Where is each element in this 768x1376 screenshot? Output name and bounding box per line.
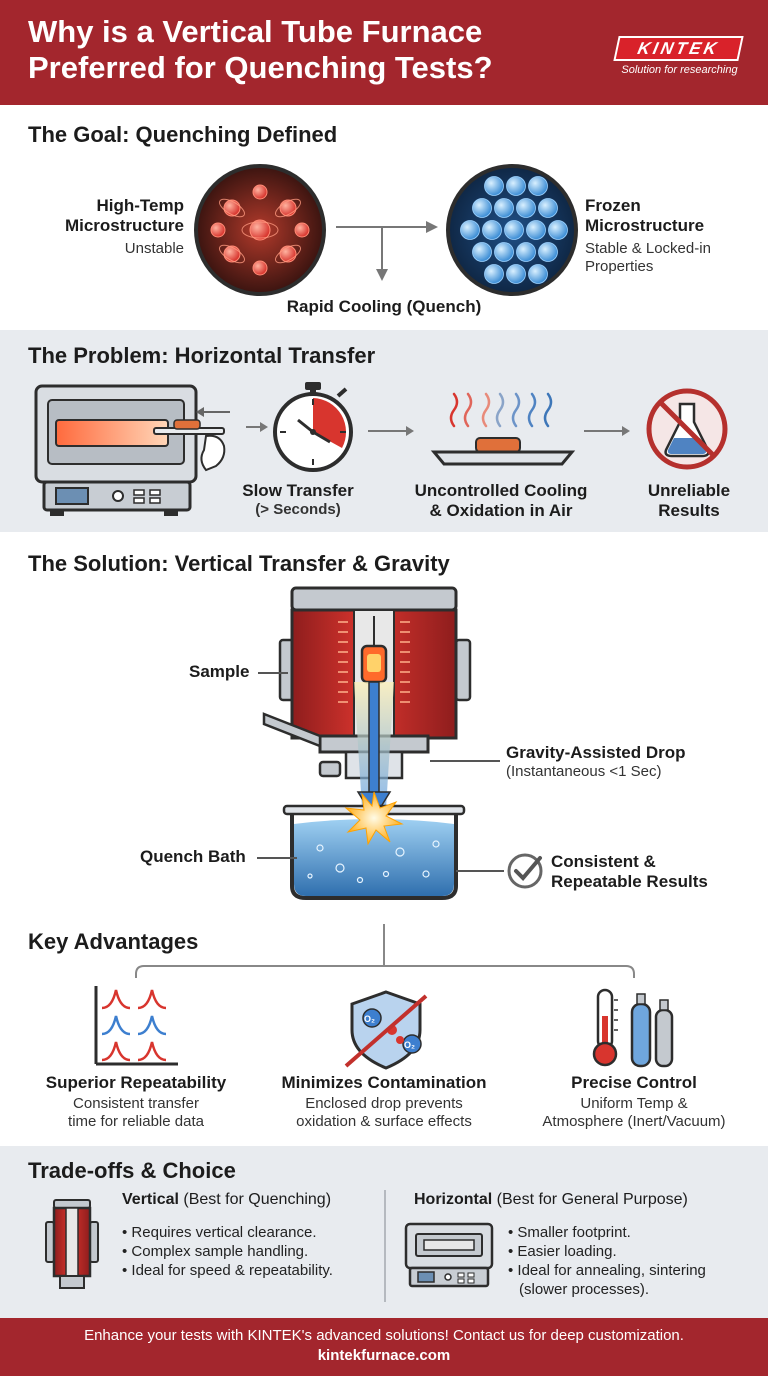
lattice-sphere — [494, 198, 514, 218]
lattice-sphere — [494, 242, 514, 262]
quench-arrow — [336, 221, 438, 281]
arrow-right-icon — [368, 426, 414, 436]
bath-leader-line — [257, 857, 297, 859]
lattice-sphere — [472, 198, 492, 218]
advantages-section-title: Key Advantages — [28, 929, 199, 954]
lattice-sphere — [528, 176, 548, 196]
lattice-sphere — [482, 220, 502, 240]
advantage-control: Precise Control Uniform Temp & Atmospher… — [542, 1073, 726, 1130]
header-banner: Why is a Vertical Tube Furnace Preferred… — [0, 0, 768, 105]
advantage-repeatability: Superior Repeatability Consistent transf… — [45, 1073, 227, 1130]
lattice-sphere — [504, 220, 524, 240]
lattice-sphere — [484, 176, 504, 196]
lattice-sphere — [460, 220, 480, 240]
footer-website-link[interactable]: kintekfurnace.com — [317, 1347, 451, 1364]
lattice-sphere — [538, 242, 558, 262]
thermometer-gas-icon — [592, 988, 674, 1068]
goal-section-title: The Goal: Quenching Defined — [28, 122, 338, 147]
footer-banner: Enhance your tests with KINTEK's advance… — [0, 1318, 768, 1376]
consistent-results-label: Consistent & Repeatable Results — [551, 852, 708, 891]
o2-label-a: O₂ — [364, 1014, 375, 1024]
horizontal-option-heading: Horizontal (Best for General Purpose) — [414, 1191, 688, 1208]
repeatability-chart-icon — [94, 986, 178, 1066]
horizontal-furnace-small-icon — [404, 1222, 494, 1288]
lattice-sphere — [506, 264, 526, 284]
slow-transfer-label: Slow Transfer (> Seconds) — [242, 481, 354, 518]
lattice-sphere — [516, 198, 536, 218]
vertical-bullets: • Requires vertical clearance. • Complex… — [122, 1224, 333, 1279]
unreliable-results-icon — [646, 388, 728, 470]
lattice-sphere — [484, 264, 504, 284]
horizontal-furnace-icon — [34, 384, 230, 516]
high-temp-label: High-Temp Microstructure Unstable — [64, 196, 184, 257]
unreliable-results-label: Unreliable Results — [647, 481, 731, 520]
footer-cta: Enhance your tests with KINTEK's advance… — [84, 1327, 684, 1344]
quench-bath-label: Quench Bath — [140, 847, 246, 866]
lattice-sphere — [528, 264, 548, 284]
high-temp-microstructure-icon — [194, 164, 326, 296]
check-circle-icon — [507, 853, 543, 889]
sample-leader-line — [258, 672, 288, 674]
arrow-right-icon — [246, 422, 268, 432]
advantage-contamination: Minimizes Contamination Enclosed drop pr… — [281, 1073, 487, 1130]
lattice-sphere — [506, 176, 526, 196]
horizontal-bullets: • Smaller footprint. • Easier loading. •… — [508, 1224, 706, 1298]
problem-section-title: The Problem: Horizontal Transfer — [28, 343, 376, 368]
logo-tagline: Solution for researching — [621, 64, 738, 76]
rapid-cooling-label: Rapid Cooling (Quench) — [286, 297, 482, 316]
advantages-connector — [135, 924, 635, 978]
contamination-shield-icon — [344, 990, 428, 1070]
lattice-sphere — [472, 242, 492, 262]
tradeoffs-divider — [384, 1190, 386, 1302]
o2-label-b: O₂ — [404, 1040, 415, 1050]
frozen-label: Frozen Microstructure Stable & Locked-in… — [585, 196, 711, 275]
gravity-drop-label: Gravity-Assisted Drop (Instantaneous <1 … — [506, 743, 686, 780]
oxidizing-sample-icon — [430, 392, 576, 466]
lattice-sphere — [526, 220, 546, 240]
lattice-sphere — [538, 198, 558, 218]
vertical-option-heading: Vertical (Best for Quenching) — [122, 1191, 332, 1208]
lattice-sphere — [516, 242, 536, 262]
vertical-furnace-icon — [45, 1199, 99, 1289]
kintek-logo[interactable]: KINTEK — [613, 36, 744, 61]
page-title: Why is a Vertical Tube Furnace Preferred… — [28, 14, 493, 85]
tradeoffs-section-title: Trade-offs & Choice — [28, 1158, 236, 1183]
result-leader-line — [456, 870, 504, 872]
drop-leader-line — [430, 760, 500, 762]
frozen-microstructure-icon — [446, 164, 578, 296]
solution-section-title: The Solution: Vertical Transfer & Gravit… — [28, 551, 450, 576]
arrow-right-icon — [584, 426, 630, 436]
vertical-furnace-diagram — [262, 586, 472, 900]
stopwatch-icon — [273, 382, 353, 472]
uncontrolled-cooling-label: Uncontrolled Cooling & Oxidation in Air — [414, 481, 588, 520]
sample-label: Sample — [189, 662, 250, 681]
lattice-sphere — [548, 220, 568, 240]
